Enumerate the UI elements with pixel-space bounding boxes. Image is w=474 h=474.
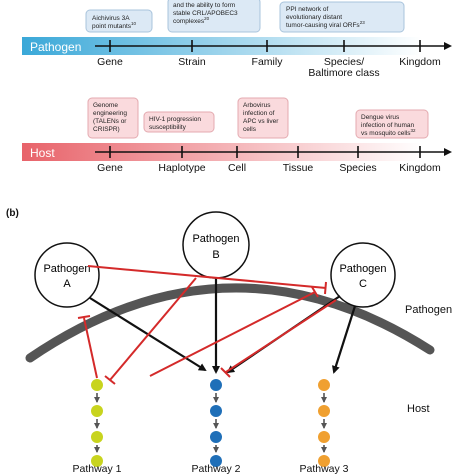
host-membrane	[25, 283, 435, 363]
pathogen-axis-arrowhead	[444, 42, 452, 50]
pathogen-note-box: Aichivirus 3A point mutants10	[85, 9, 153, 33]
host-axis-arrowhead	[444, 148, 452, 156]
note-text: infection of	[243, 110, 275, 117]
pathogen-c-letter: C	[359, 278, 367, 290]
note-text: CRISPR)	[93, 126, 120, 133]
note-text: APC vs liver	[243, 118, 279, 125]
pathogen-b-label: Pathogen	[192, 233, 239, 245]
svg-text:Dengue virus infection: Dengue virus infection of human vs mosqu…	[361, 114, 416, 137]
pathogen-timeline-title: Pathogen	[30, 40, 81, 54]
pathogen-note-box: and the ability to form stable CRL/APOBE…	[167, 0, 261, 33]
host-level-label: Kingdom	[399, 162, 441, 174]
svg-text:HIV-1 progression susc: HIV-1 progression susceptibility	[149, 116, 203, 131]
host-level-label: Haplotype	[158, 162, 205, 174]
host-level-label: Species	[339, 162, 376, 174]
host-timeline-title: Host	[30, 146, 55, 160]
side-label-host: Host	[407, 403, 430, 415]
note-superscript: 10	[131, 21, 137, 26]
pathogen-level-label-line2: Baltimore class	[308, 67, 379, 79]
note-text: Genome	[93, 102, 118, 109]
note-text: Aichivirus 3A	[92, 15, 130, 22]
inhibition-b-to-pathway-1	[104, 277, 197, 385]
pathogen-level-label: Kingdom	[399, 56, 441, 68]
pathogen-level-label: Strain	[178, 56, 206, 68]
note-superscript: 20	[204, 16, 210, 21]
svg-text:Genome engineering: Genome engineering (TALENs or CRISPR)	[93, 102, 129, 133]
pathogen-level-label: Gene	[97, 56, 123, 68]
pathway-node	[91, 379, 103, 391]
note-text: PPI network of	[286, 6, 328, 13]
pathway-node	[210, 405, 222, 417]
pathway-node	[318, 405, 330, 417]
pathway-node	[318, 379, 330, 391]
pathogen-level-label: Family	[252, 56, 284, 68]
pathway-label: Pathway 1	[72, 463, 121, 474]
note-text: and the ability to form	[173, 2, 235, 9]
pathogen-c-node: Pathogen C	[330, 242, 396, 308]
pathway-node	[91, 431, 103, 443]
note-text: HIV-1 progression	[149, 116, 201, 123]
pathogen-b-letter: B	[212, 249, 219, 261]
activation-arrow-c-to-pathway-3	[332, 305, 357, 374]
note-text: infection of human	[361, 122, 415, 129]
host-note-box: HIV-1 progression susceptibility	[143, 111, 215, 133]
pathogen-a-letter: A	[63, 278, 71, 290]
inhibition-c-to-pathway-2	[220, 299, 337, 378]
pathway-node	[210, 379, 222, 391]
note-superscript: 32	[411, 128, 417, 133]
pathway-node	[210, 431, 222, 443]
side-label-pathogen: Pathogen	[405, 304, 452, 316]
inhibition-c-to-pathogen-c-edge	[149, 286, 319, 377]
pathway-node	[91, 405, 103, 417]
pathogen-b-node: Pathogen B	[182, 211, 250, 279]
pathogen-a-label: Pathogen	[43, 263, 90, 275]
note-superscript: 23	[360, 20, 366, 25]
note-text: engineering	[93, 110, 127, 117]
host-note-box: Arbovirus infection of APC vs liver cell…	[237, 97, 289, 139]
host-note-box: Dengue virus infection of human vs mosqu…	[355, 109, 429, 139]
note-text: tumor-causing viral ORFs	[286, 22, 360, 29]
pathway-label: Pathway 3	[299, 463, 348, 474]
pathway-label: Pathway 2	[191, 463, 240, 474]
host-level-label: Cell	[228, 162, 246, 174]
panel-b-label: (b)	[6, 208, 19, 219]
note-text: stable CRL/APOBEC3	[173, 10, 238, 17]
host-note-box: Genome engineering (TALENs or CRISPR)	[87, 97, 139, 139]
note-text: cells	[243, 126, 257, 133]
note-text: Dengue virus	[361, 114, 400, 121]
note-text: vs mosquito cells	[361, 130, 411, 137]
svg-text:Arbovirus infection of: Arbovirus infection of APC vs liver cell…	[243, 102, 280, 133]
pathway-node	[318, 431, 330, 443]
pathogen-c-label: Pathogen	[339, 263, 386, 275]
note-text: Arbovirus	[243, 102, 271, 109]
pathogen-note-box: PPI network of evolutionary distant tumo…	[279, 1, 405, 33]
pathogen-level-label: Species/	[324, 56, 364, 68]
pathway-node	[91, 455, 103, 467]
inhibition-a-to-pathway-c	[87, 265, 327, 295]
pathogen-timeline: Pathogen Gene Strain Family Species/Baltimo…	[22, 0, 452, 79]
note-text: (TALENs or	[93, 118, 127, 125]
host-level-label: Tissue	[283, 162, 314, 174]
note-text: evolutionary distant	[286, 14, 342, 21]
host-level-label: Gene	[97, 162, 123, 174]
svg-text:Aichivirus 3A point mu: Aichivirus 3A point mutants10	[92, 15, 137, 30]
pathogen-a-node: Pathogen A	[34, 242, 100, 308]
svg-text:PPI network of evoluti: PPI network of evolutionary distant tumo…	[286, 6, 365, 29]
inhibition-a-to-pathway-1	[77, 315, 98, 379]
pathway-node	[210, 455, 222, 467]
svg-text:and the ability to form: and the ability to form stable CRL/APOBE…	[173, 2, 239, 25]
pathway-node	[318, 455, 330, 467]
note-text: complexes	[173, 18, 205, 25]
host-timeline: Host Gene Haplotype Cell Tissue Species Kingd…	[22, 97, 452, 174]
note-text: point mutants	[92, 23, 132, 30]
note-text: susceptibility	[149, 124, 187, 131]
